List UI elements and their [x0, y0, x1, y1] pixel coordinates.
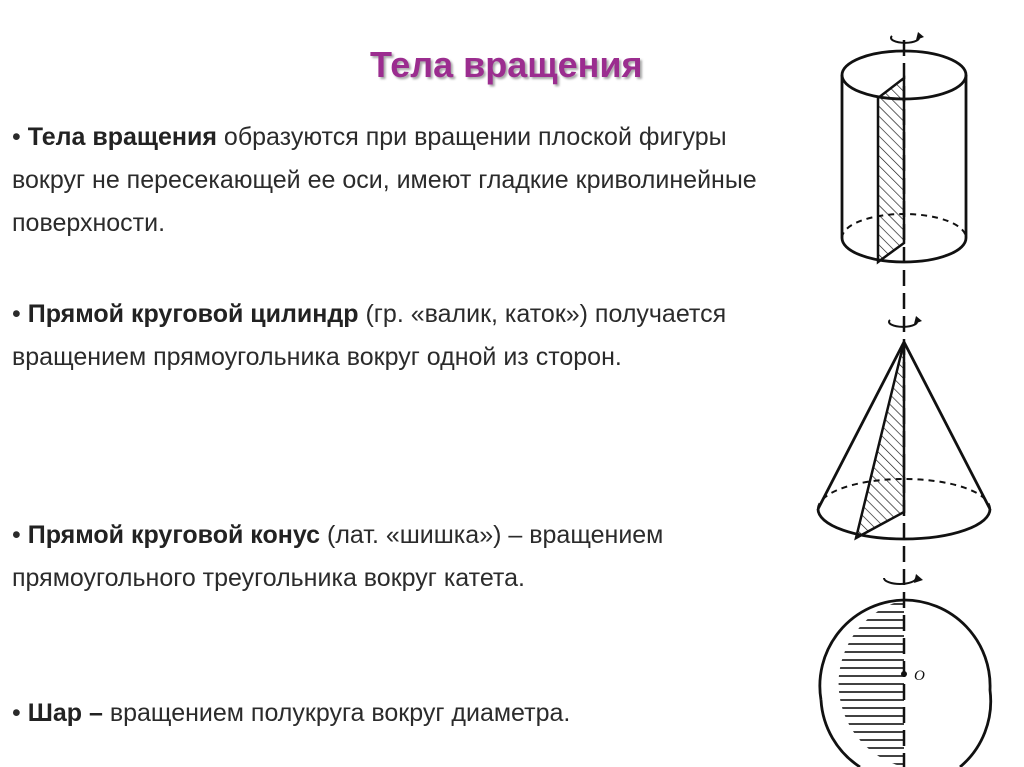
sphere-center-label: O [914, 668, 925, 684]
bullet-cylinder: • Прямой круговой цилиндр (гр. «валик, к… [12, 293, 732, 379]
bullet-text: (гр. «валик, каток») получается вращение… [12, 300, 727, 371]
bullet-marker: • [12, 521, 21, 549]
bullet-term: Шар – [27, 699, 103, 727]
bullet-text: (лат. «шишка») – вращением прямоугольног… [12, 521, 664, 592]
cylinder-figure [840, 32, 968, 265]
bullet-text: вращением полукруга вокруг диаметра. [102, 699, 571, 727]
hatched-triangle [854, 341, 906, 541]
bullet-marker: • [12, 300, 21, 328]
slide-title: Тела вращения [370, 44, 643, 85]
bullet-marker: • [12, 699, 21, 727]
rotation-arrow-icon [883, 577, 917, 585]
hatched-rectangle [876, 75, 906, 265]
bullet-term: Прямой круговой конус [27, 521, 321, 549]
bullet-sphere: • Шар – вращением полукруга вокруг диаме… [12, 692, 782, 735]
bullet-term: Тела вращения [27, 123, 217, 151]
hatched-semicircle [838, 600, 904, 767]
bullet-term: Прямой круговой цилиндр [27, 300, 359, 328]
bullet-marker: • [12, 123, 21, 151]
cone-figure [816, 316, 992, 541]
solids-of-revolution-drawing: O [816, 32, 993, 767]
sphere-figure: O [818, 574, 993, 767]
bullet-bodies-of-revolution: • Тела вращения образуются при вращении … [12, 116, 782, 245]
bullet-cone: • Прямой круговой конус (лат. «шишка») –… [12, 514, 672, 600]
bullet-text: образуются при вращении плоской фигуры в… [12, 123, 757, 237]
